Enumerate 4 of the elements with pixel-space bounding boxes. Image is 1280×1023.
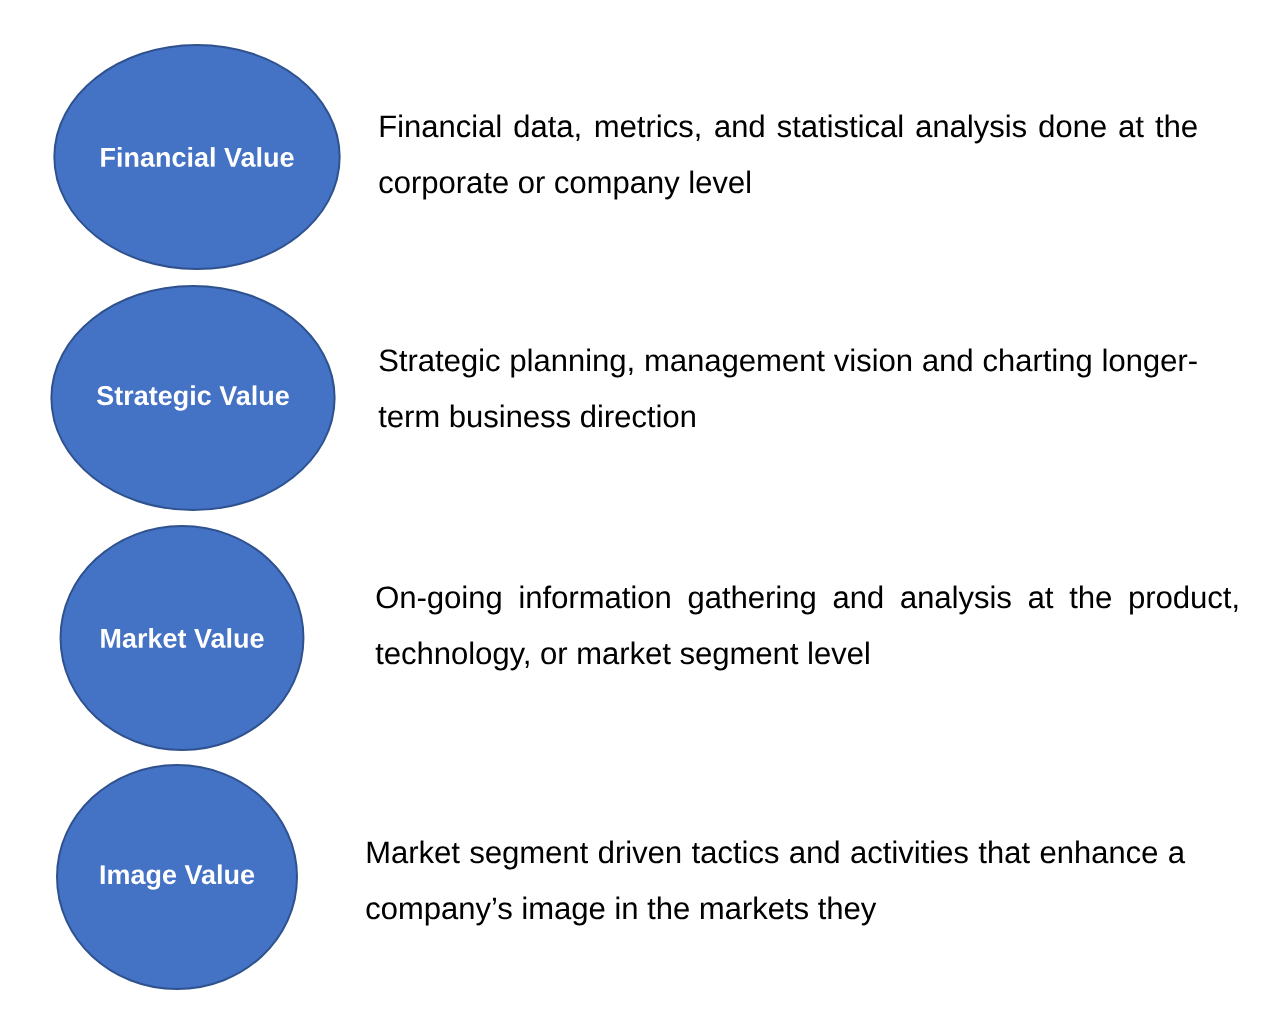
description-text: Strategic planning, management vision and charting longer-term business direction xyxy=(378,348,1197,428)
description-text: Market segment driven tactics and activities that enhance a company’s image in the markets they xyxy=(366,840,1186,926)
description-text: Financial data, metrics, and statistical analysis done at the corporate or company level xyxy=(379,114,1197,200)
description-text: On-going information gathering and analysis at the product, technology, or market segment level xyxy=(375,585,1238,671)
